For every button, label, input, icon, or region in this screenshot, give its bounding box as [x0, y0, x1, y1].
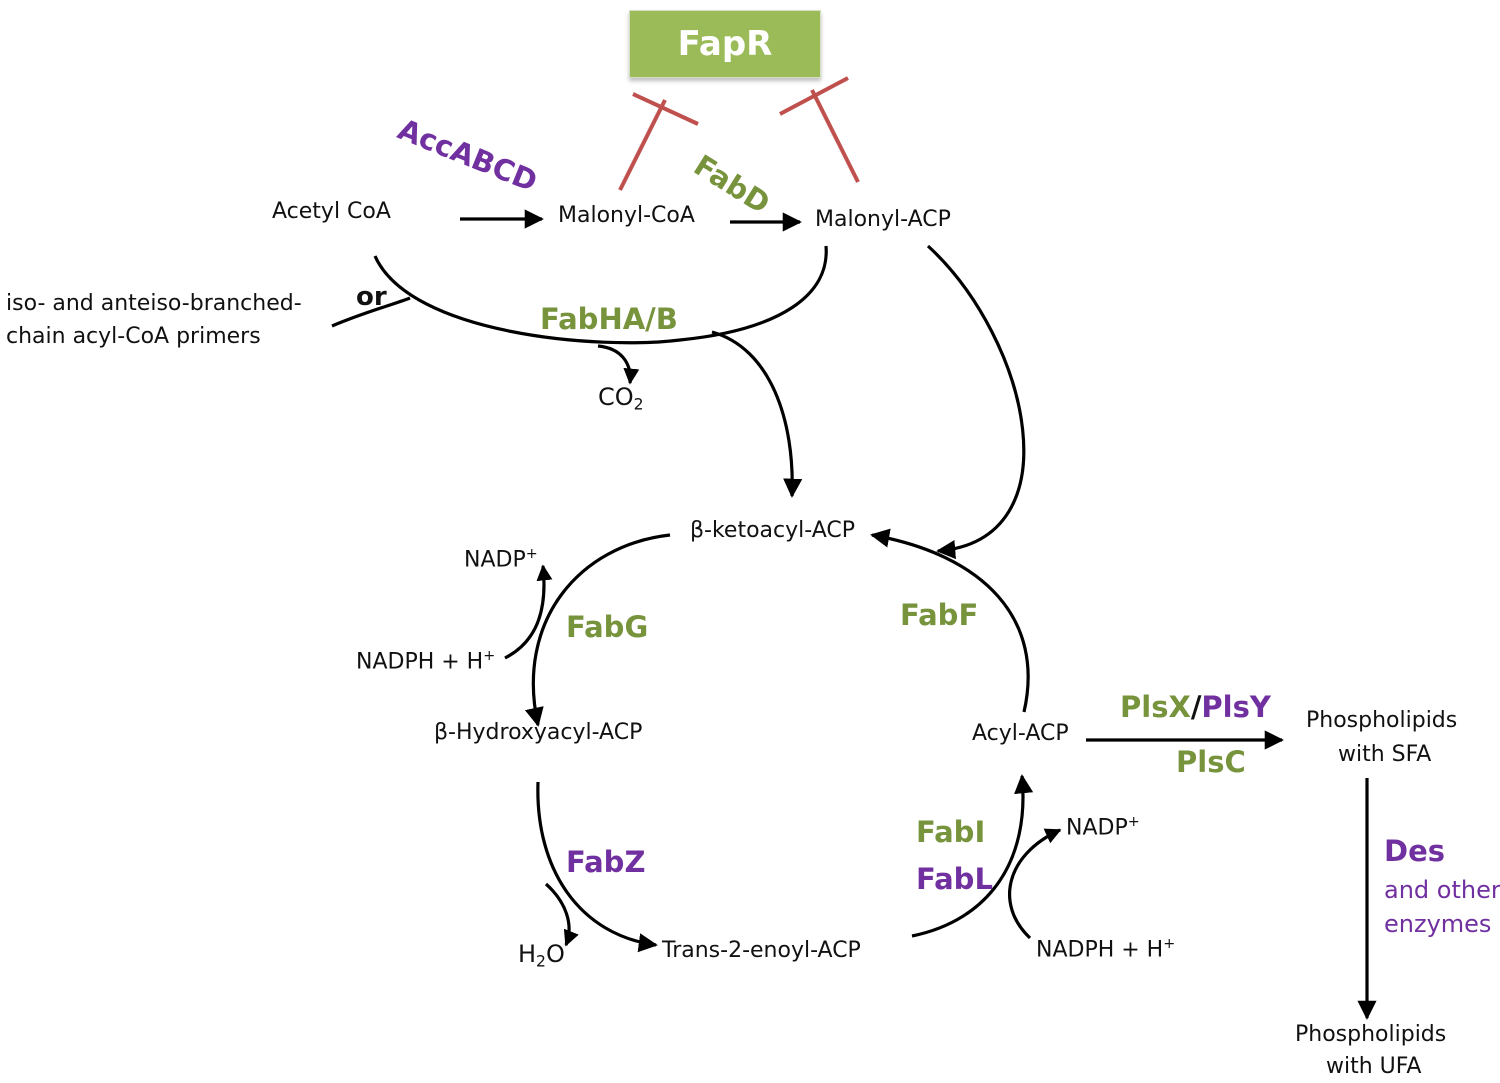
enoyl-acp-label: Trans-2-enoyl-ACP	[662, 938, 861, 963]
arrow-fabh-to-ketoacyl	[711, 330, 803, 498]
co2-label: CO2	[598, 383, 644, 414]
nadph-to-nadp-left	[504, 564, 553, 660]
fapr-inhibition-malonyl-coa	[618, 92, 699, 191]
acetyl-coa-label: Acetyl CoA	[272, 199, 391, 224]
nadph-to-nadp-right	[1007, 828, 1062, 940]
fabh-condensation-curve	[373, 245, 828, 345]
malonyl-acp-label: Malonyl-ACP	[815, 207, 951, 232]
co2-release-arrow	[597, 344, 640, 385]
des-other-line-1: and other	[1384, 876, 1500, 904]
primers-label-line-2: chain acyl-CoA primers	[6, 324, 261, 349]
fabf-enzyme-label: FabF	[900, 598, 979, 632]
fapr-label: FapR	[677, 24, 773, 64]
nadph-left-label: NADPH + H+	[356, 648, 496, 675]
arrow-hydroxyacyl-to-enoyl	[536, 781, 658, 953]
nadph-right-label: NADPH + H+	[1036, 936, 1176, 963]
fabz-enzyme-label: FabZ	[566, 845, 646, 879]
fabg-enzyme-label: FabG	[566, 610, 649, 644]
fabl-enzyme-label: FabL	[916, 862, 993, 896]
primer-entry-curve	[331, 296, 411, 328]
ketoacyl-acp-label: β-ketoacyl-ACP	[690, 518, 856, 543]
phospholipids-sfa-line-1: Phospholipids	[1306, 708, 1458, 733]
fabha-b-enzyme-label: FabHA/B	[540, 302, 678, 336]
phospholipids-ufa-line-2: with UFA	[1326, 1054, 1422, 1079]
nadp-left-label: NADP+	[464, 546, 538, 573]
acyl-acp-label: Acyl-ACP	[972, 721, 1069, 746]
or-label: or	[356, 282, 387, 312]
fapr-regulator-box: FapR	[629, 10, 821, 78]
fapr-inhibition-malonyl-acp	[779, 76, 860, 183]
h2o-label: H2O	[518, 940, 565, 971]
plsx-plsy-enzyme-label: PlsX/PlsY	[1120, 690, 1271, 724]
plsc-enzyme-label: PlsC	[1176, 745, 1246, 779]
des-other-line-2: enzymes	[1384, 910, 1492, 938]
arrow-malonyl-acp-to-ketoacyl	[926, 244, 1026, 560]
phospholipids-ufa-line-1: Phospholipids	[1295, 1022, 1447, 1047]
primers-label-line-1: iso- and anteiso-branched-	[6, 291, 302, 316]
arrow-acyl-acp-to-ketoacyl	[870, 528, 1030, 713]
fabi-enzyme-label: FabI	[916, 815, 986, 849]
h2o-release-arrow	[544, 882, 579, 947]
nadp-right-label: NADP+	[1066, 814, 1140, 841]
arrow-enoyl-to-acyl-acp	[911, 774, 1034, 938]
phospholipids-sfa-line-2: with SFA	[1338, 742, 1432, 767]
malonyl-coa-label: Malonyl-CoA	[558, 203, 695, 228]
hydroxyacyl-acp-label: β-Hydroxyacyl-ACP	[434, 720, 643, 745]
des-enzyme-label: Des	[1384, 834, 1446, 868]
arrow-ketoacyl-to-hydroxyacyl	[524, 533, 671, 727]
